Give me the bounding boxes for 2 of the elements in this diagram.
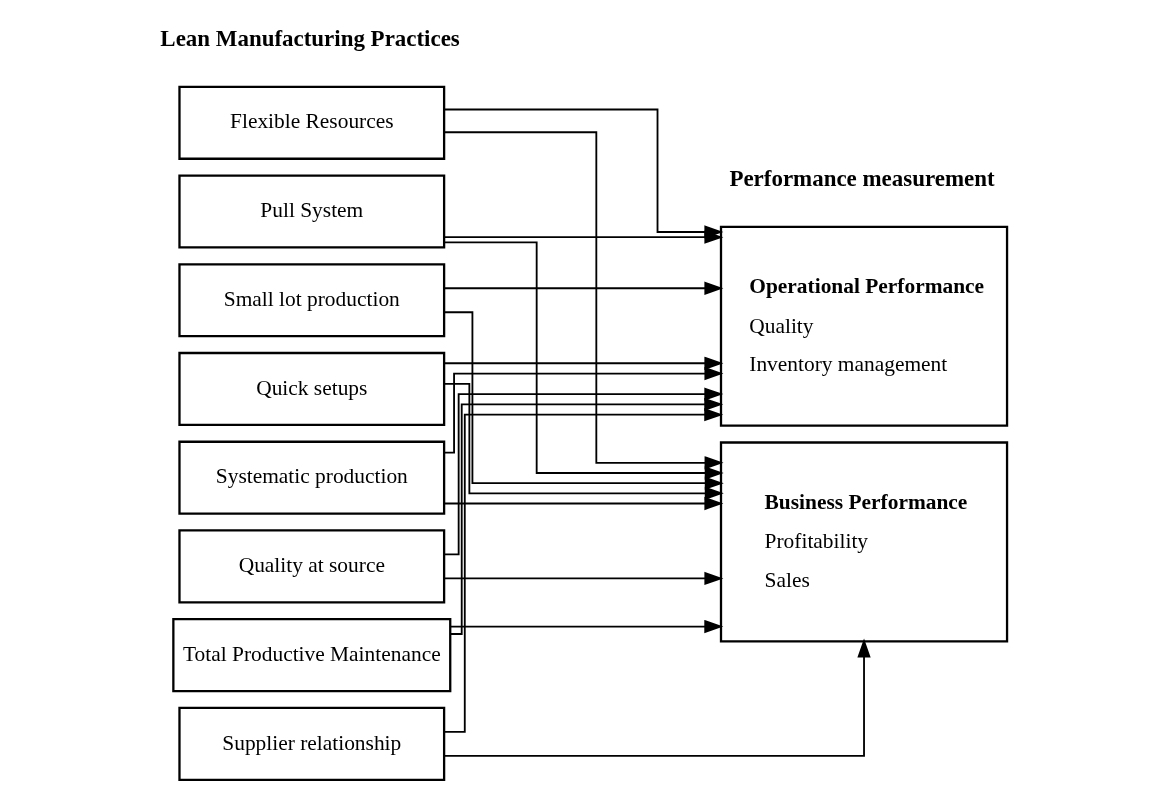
label: Performance measurement <box>728 166 995 192</box>
label: Lean Manufacturing Practices <box>159 25 460 51</box>
